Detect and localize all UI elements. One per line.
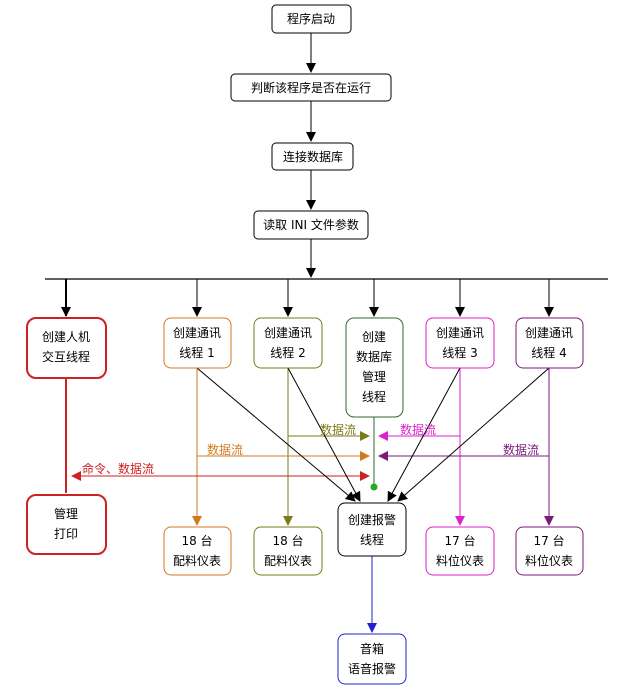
flow-label-comm4: 数据流 xyxy=(503,442,539,457)
comm-thread-1-label-line-2: 线程 1 xyxy=(179,345,214,360)
flow-label-cmd: 命令、数据流 xyxy=(82,461,154,476)
arrow-comm2-to-alarm xyxy=(287,367,361,502)
meter-18-b-label-line-1: 18 台 xyxy=(272,533,303,548)
db-mgmt-thread-label-line-4: 线程 xyxy=(362,389,386,404)
read-ini-label-line-1: 读取 INI 文件参数 xyxy=(263,217,359,232)
meter-17-a-label-line-2: 料位仪表 xyxy=(436,553,484,568)
meter-18-b-label-line-2: 配料仪表 xyxy=(264,554,312,568)
alarm-thread-label-line-1: 创建报警 xyxy=(348,512,396,527)
meter-17-a-label-line-1: 17 台 xyxy=(444,533,475,548)
meter-18-a-label-line-1: 18 台 xyxy=(181,533,212,548)
alarm-thread-label-line-2: 线程 xyxy=(360,532,384,547)
comm-thread-2-label-line-1: 创建通讯 xyxy=(264,326,312,340)
hmi-thread-label-line-2: 交互线程 xyxy=(42,349,90,364)
node-connect-db: 连接数据库 xyxy=(271,142,354,171)
comm-thread-4-label-line-1: 创建通讯 xyxy=(525,326,573,340)
flow-label-comm3: 数据流 xyxy=(400,422,436,437)
arrow-comm1-to-alarm xyxy=(196,367,356,502)
node-check-running: 判断该程序是否在运行 xyxy=(230,73,392,102)
flow-label-comm2: 数据流 xyxy=(320,422,356,437)
junction-dot xyxy=(370,483,378,491)
db-mgmt-thread-label-line-2: 数据库 xyxy=(356,349,392,364)
speaker-label-line-2: 语音报警 xyxy=(348,661,396,676)
flow-label-comm1: 数据流 xyxy=(207,442,243,457)
comm-thread-3-label-line-1: 创建通讯 xyxy=(436,326,484,340)
arrow-comm4-to-alarm xyxy=(397,367,550,502)
manage-print-label-line-1: 管理 xyxy=(54,506,78,521)
comm-thread-3-label-line-2: 线程 3 xyxy=(442,345,477,360)
node-start: 程序启动 xyxy=(271,4,352,34)
meter-18-a-label-line-2: 配料仪表 xyxy=(173,554,221,568)
speaker-label-line-1: 音箱 xyxy=(360,641,384,656)
start-label-line-1: 程序启动 xyxy=(287,11,335,26)
db-mgmt-thread-label-line-1: 创建 xyxy=(362,330,386,344)
meter-17-b-label-line-1: 17 台 xyxy=(533,533,564,548)
arrow-comm3-to-alarm xyxy=(387,367,461,502)
check-running-label-line-1: 判断该程序是否在运行 xyxy=(251,80,371,95)
comm-thread-1-label-line-1: 创建通讯 xyxy=(173,326,221,340)
comm-thread-4-label-line-2: 线程 4 xyxy=(531,345,566,360)
comm-thread-2-label-line-2: 线程 2 xyxy=(270,345,305,360)
meter-17-b-label-line-2: 料位仪表 xyxy=(525,553,573,568)
manage-print-label-line-2: 打印 xyxy=(54,527,78,541)
db-mgmt-thread-label-line-3: 管理 xyxy=(362,369,386,384)
hmi-thread-label-line-1: 创建人机 xyxy=(42,330,90,344)
node-read-ini: 读取 INI 文件参数 xyxy=(253,210,369,240)
connect-db-label-line-1: 连接数据库 xyxy=(283,149,343,164)
